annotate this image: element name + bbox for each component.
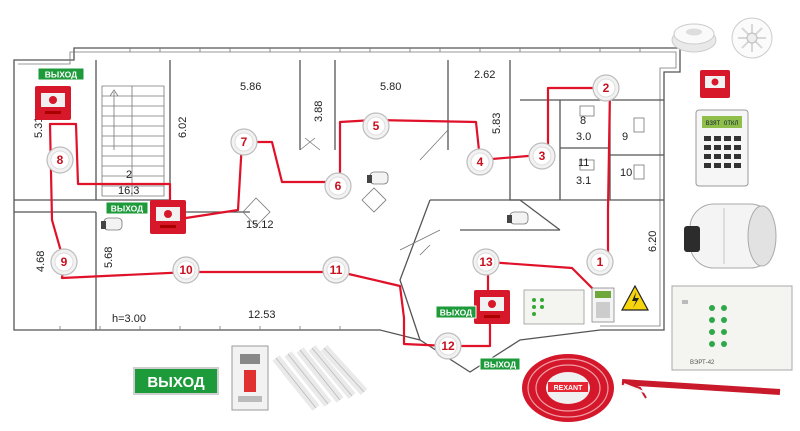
siren-plan-1	[101, 217, 123, 231]
detector-number: 9	[61, 255, 68, 269]
dim-531: 5.31	[33, 117, 45, 138]
smoke-detector-5: 5	[362, 112, 390, 140]
cable-sample	[621, 379, 781, 399]
detector-number: 8	[57, 153, 64, 167]
keypad-plan	[591, 287, 615, 323]
detector-number: 5	[373, 119, 380, 133]
dimension-labels: 5.86 5.80 2.62 3.88 6.02 5.83 8 3.0 9 11…	[33, 69, 659, 325]
exit-sign-3-text: ВЫХОД	[440, 308, 472, 318]
detector-number: 6	[335, 179, 342, 193]
detector-number: 2	[603, 81, 610, 95]
dim-163: 16.3	[118, 185, 139, 197]
dim-586: 5.86	[240, 81, 261, 93]
dim-580: 5.80	[380, 81, 401, 93]
dim-262: 2.62	[474, 69, 495, 81]
detector-number: 4	[477, 155, 484, 169]
smoke-detector-1: 1	[586, 248, 614, 276]
siren-plan-2	[367, 171, 389, 185]
call-point-plan-1	[35, 86, 71, 120]
cable-channels	[272, 344, 368, 411]
call-point-plan-3	[474, 290, 510, 324]
smoke-detector-8: 8	[46, 146, 74, 174]
siren-plan-3	[507, 211, 529, 225]
smoke-detector-6: 6	[324, 172, 352, 200]
detector-number: 1	[597, 255, 604, 269]
dim-468: 4.68	[35, 251, 47, 272]
smoke-detector-11: 11	[322, 256, 350, 284]
detector-number: 11	[330, 263, 343, 277]
control-panel-plan	[523, 289, 585, 325]
exit-sign-1-text: ВЫХОД	[45, 70, 77, 80]
dim-568: 5.68	[103, 247, 115, 268]
detector-number: 3	[539, 149, 546, 163]
smoke-detector-2: 2	[592, 74, 620, 102]
keypad-product: ВЗЯТ ОТКЛ	[695, 109, 749, 187]
call-point-plan-2	[150, 200, 186, 234]
dim-1253: 12.53	[248, 309, 276, 321]
control-panel-product: ВЭРТ-42	[671, 285, 793, 371]
dim-9: 9	[622, 131, 628, 143]
dim-2: 2	[126, 169, 132, 181]
keypad-display-text: ВЗЯТ ОТКЛ	[706, 120, 739, 127]
dim-30: 3.0	[576, 131, 591, 143]
exit-sign-4-text: ВЫХОД	[484, 360, 516, 370]
exit-sign-1: ВЫХОД	[37, 67, 85, 81]
dim-388: 3.88	[313, 101, 325, 122]
cable-brand-label: REXANT	[554, 385, 584, 392]
circuit-breaker	[231, 345, 269, 411]
exit-sign-large-text: ВЫХОД	[147, 374, 205, 391]
detector-number: 13	[479, 255, 493, 269]
staircase	[101, 85, 165, 197]
smoke-detector-product	[671, 23, 717, 53]
smoke-detector-7: 7	[230, 128, 258, 156]
siren-product	[684, 203, 777, 269]
panel-model-label: ВЭРТ-42	[690, 360, 715, 366]
dim-8: 8	[580, 115, 586, 127]
exit-sign-large: ВЫХОД	[133, 367, 219, 395]
heat-detector-product	[731, 17, 773, 59]
detector-number: 7	[241, 135, 248, 149]
smoke-detector-4: 4	[466, 148, 494, 176]
exit-sign-4: ВЫХОД	[479, 357, 521, 371]
dim-11: 11	[578, 157, 589, 169]
smoke-detector-13: 13	[472, 248, 500, 276]
smoke-detector-9: 9	[50, 248, 78, 276]
smoke-detector-10: 10	[172, 256, 200, 284]
dim-583: 5.83	[491, 113, 503, 134]
dim-620: 6.20	[647, 231, 659, 252]
smoke-detector-3: 3	[528, 142, 556, 170]
call-point-product	[700, 70, 730, 98]
detector-number: 10	[179, 263, 193, 277]
detector-number: 12	[441, 339, 455, 353]
smoke-detector-12: 12	[434, 332, 462, 360]
cable-reel: REXANT	[522, 354, 614, 422]
exit-sign-3: ВЫХОД	[435, 305, 477, 319]
exit-sign-2: ВЫХОД	[105, 201, 149, 215]
dim-1512: 15.12	[246, 219, 274, 231]
high-voltage-icon	[620, 284, 650, 311]
dim-10: 10	[620, 167, 632, 179]
dim-602: 6.02	[177, 117, 189, 138]
exit-sign-2-text: ВЫХОД	[111, 204, 143, 214]
ceiling-height: h=3.00	[112, 313, 146, 325]
dim-31: 3.1	[576, 175, 591, 187]
